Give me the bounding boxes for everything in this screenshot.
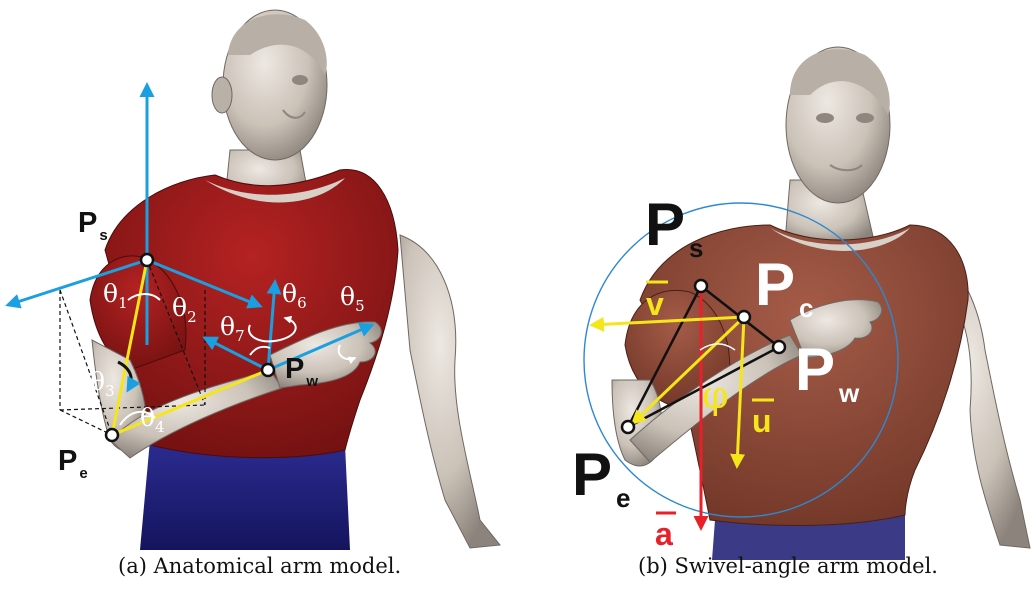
center-joint-b (738, 311, 750, 323)
wrist-joint (262, 364, 274, 376)
caption-b: (b) Swivel-angle arm model. (638, 554, 938, 578)
vector-u-label: u (752, 400, 774, 439)
elbow-joint (106, 429, 118, 441)
svg-text:a: a (655, 516, 673, 552)
swivel-angle-label: φ (702, 373, 729, 417)
shoulder-joint (141, 254, 153, 266)
mannequin-b (612, 47, 1030, 560)
svg-text:v: v (646, 286, 664, 322)
vector-a-label: a (655, 513, 676, 552)
wrist-joint-b (773, 341, 785, 353)
svg-text:u: u (752, 403, 772, 439)
caption-a: (a) Anatomical arm model. (118, 554, 401, 578)
shoulder-joint-b (695, 280, 707, 292)
elbow-joint-b (622, 421, 634, 433)
